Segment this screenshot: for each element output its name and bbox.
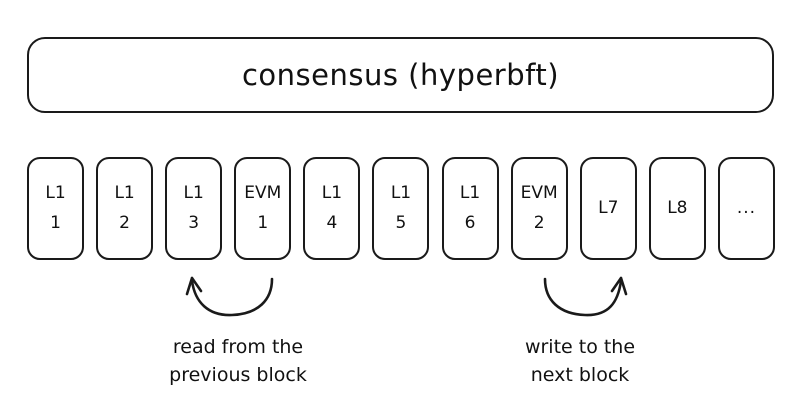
block-label-top: EVM [520,182,558,203]
read-annotation-caption: read from the previous block [138,334,338,389]
block-l8: L8 [648,157,706,260]
block-l1-6: L1 6 [441,157,499,260]
block-label-top: L1 [45,182,66,203]
block-label-top: L1 [390,182,412,203]
read-arrow-icon [185,276,274,317]
block-label-top: L1 [459,182,481,203]
block-label-bottom: 5 [395,213,407,233]
block-label-bottom: 2 [533,213,545,233]
block-label-bottom: 1 [50,213,61,233]
write-annotation-caption: write to the next block [480,334,680,389]
write-annotation-line-2: next block [530,363,630,386]
write-annotation-line-1: write to the [524,336,636,358]
block-label-top: L8 [667,197,688,218]
block-l1-4: L1 4 [303,157,361,260]
block-ellipsis: ... [717,157,775,260]
block-l1-5: L1 5 [372,157,430,260]
block-label-top: L1 [183,182,204,203]
consensus-banner-label: consensus (hyperbft) [241,58,560,92]
block-label-bottom: 4 [326,213,338,233]
block-label-top: L7 [598,197,619,218]
block-label-bottom: 1 [257,213,269,233]
block-label-top: L1 [114,182,135,203]
block-label-top: L1 [321,182,343,203]
write-arrow-icon [543,276,628,317]
block-l1-2: L1 2 [96,157,154,260]
block-label-top: ... [736,197,757,218]
block-evm-2: EVM 2 [510,157,568,260]
block-label-top: EVM [244,182,282,203]
block-label-bottom: 3 [188,213,200,233]
block-l1-1: L1 1 [27,157,84,260]
read-annotation-line-2: previous block [169,363,307,386]
block-label-bottom: 6 [464,213,476,233]
block-row: L1 1 L1 2 L1 3 EVM 1 L1 4 L1 5 L1 6 EVM [27,157,775,260]
read-annotation-line-1: read from the [172,336,304,358]
consensus-banner: consensus (hyperbft) [27,37,774,113]
block-l1-3: L1 3 [165,157,223,260]
block-evm-1: EVM 1 [234,157,292,260]
block-label-bottom: 2 [119,213,130,233]
block-l7: L7 [579,157,637,260]
